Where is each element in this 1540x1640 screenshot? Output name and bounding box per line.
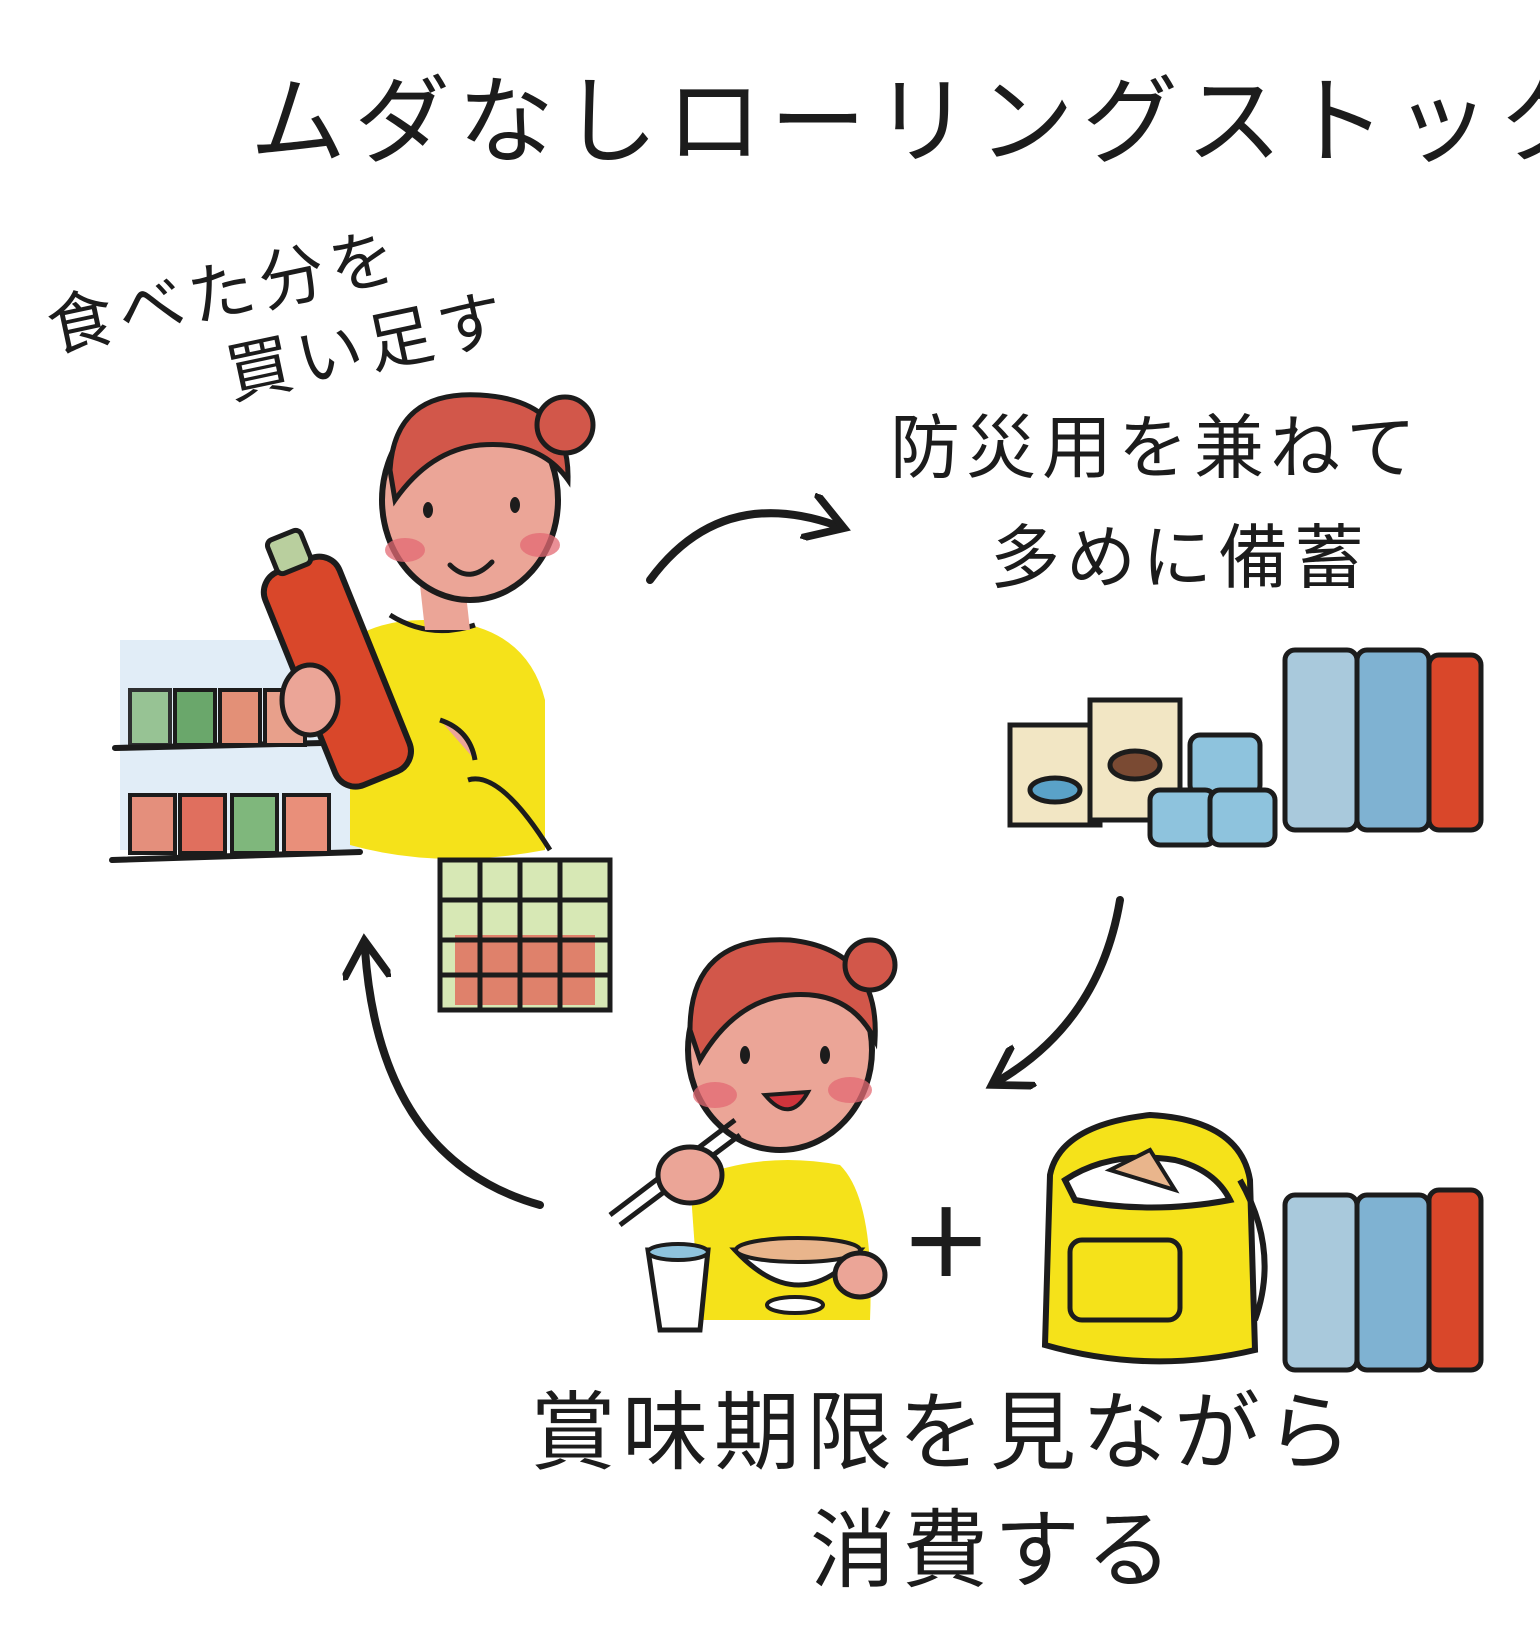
plus-sign: + [900,1174,993,1302]
emergency-backpack-illustration [1041,1111,1484,1373]
step-consume-line1: 賞味期限を見ながら [530,1383,1358,1483]
diagram-title: ムダなしローリングストック [250,66,1540,178]
cycle-arrow-icon [365,513,1124,1209]
step-consume-line2: 消費する [810,1500,1178,1601]
woman-shopping-illustration [260,392,613,1013]
step-stock-line2: 多めに備蓄 [990,516,1370,599]
step-consume-label: 賞味期限を見ながら 消費する [530,1380,1358,1605]
step-stock-line1: 防災用を兼ねて [890,407,1422,489]
emergency-supplies-illustration [1007,647,1484,848]
step-stock-label: 防災用を兼ねて 多めに備蓄 [890,405,1422,602]
woman-eating-illustration [608,937,898,1333]
